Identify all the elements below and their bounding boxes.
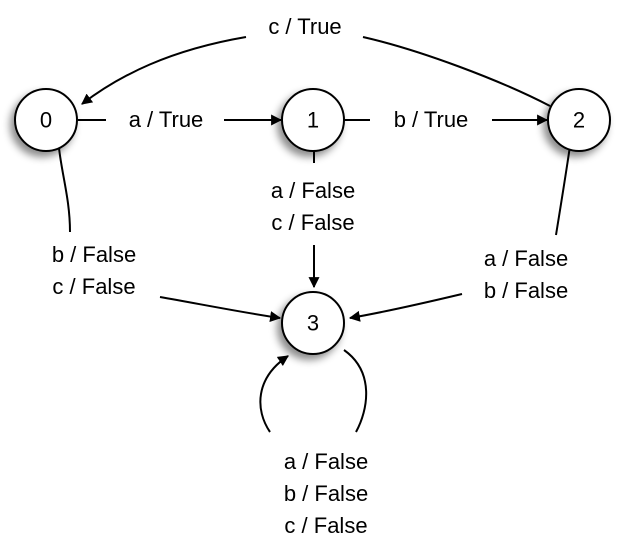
edge-label-1-to-3-line1: a / False xyxy=(271,178,355,203)
edge-label-0-to-3-line1: b / False xyxy=(52,242,136,267)
state-node-0: 0 xyxy=(14,88,78,152)
edge-label-1-to-2: b / True xyxy=(394,107,469,132)
edge-2-to-3 xyxy=(350,145,571,318)
transition-labels: a / True b / True c / True a / False c /… xyxy=(52,14,568,538)
edge-label-0-to-1: a / True xyxy=(129,107,204,132)
edge-label-1-to-3-line2: c / False xyxy=(271,210,354,235)
edge-label-3-self-line2: b / False xyxy=(284,481,368,506)
state-label-3: 3 xyxy=(307,311,319,336)
edge-label-3-self-line3: c / False xyxy=(284,513,367,538)
edge-2-to-0 xyxy=(82,36,551,106)
state-label-2: 2 xyxy=(573,108,585,133)
states: 0 1 2 3 xyxy=(14,88,611,355)
edge-0-to-3 xyxy=(58,147,280,318)
edge-label-3-self-line1: a / False xyxy=(284,449,368,474)
edge-label-2-to-0: c / True xyxy=(268,14,341,39)
edge-3-self-loop xyxy=(259,350,368,433)
state-node-3: 3 xyxy=(281,291,345,355)
state-label-0: 0 xyxy=(40,108,52,133)
state-node-2: 2 xyxy=(547,88,611,152)
transitions xyxy=(58,36,571,433)
edge-label-2-to-3-line2: b / False xyxy=(484,278,568,303)
state-label-1: 1 xyxy=(307,108,319,133)
state-node-1: 1 xyxy=(281,88,345,152)
edge-label-2-to-3-line1: a / False xyxy=(484,246,568,271)
edge-label-0-to-3-line2: c / False xyxy=(52,274,135,299)
